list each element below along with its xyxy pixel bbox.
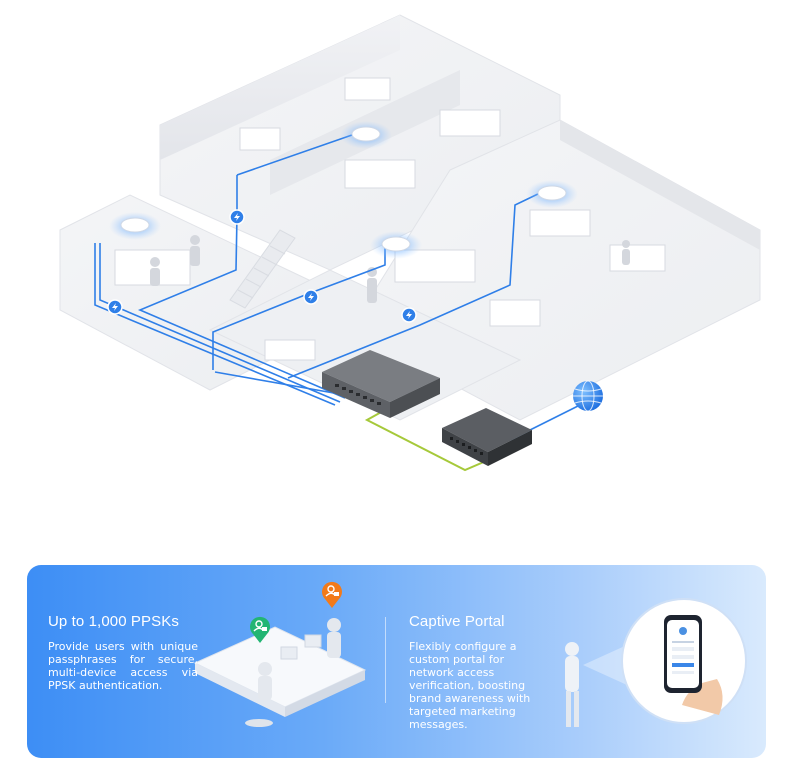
lock-icon [334,592,339,596]
feature-ppsk-description: Provide users with unique passphrases fo… [48,640,198,692]
user-pin-icon [322,581,342,608]
user-pin-icon [250,616,270,643]
feature-captive-portal-description: Flexibly configure a custom portal for n… [409,640,531,731]
feature-divider [385,617,386,703]
feature-illustrations [193,598,747,727]
phone-zoom-illustration [621,598,747,724]
upper-back-wall [160,15,400,160]
poe-bolt-icon [303,289,319,305]
access-point [109,212,161,240]
gateway-router [442,408,532,466]
access-point [340,121,392,149]
feature-captive-portal: Captive Portal Flexibly configure a cust… [409,613,545,731]
feature-ppsk-title: Up to 1,000 PPSKs [48,613,179,630]
staircase [229,229,296,309]
feature-ppsk: Up to 1,000 PPSKs Provide users with uni… [48,613,198,692]
poe-bolt-icon [401,307,417,323]
access-point [526,180,578,208]
lock-icon [262,627,267,631]
poe-switch [322,350,440,418]
feature-panel: Up to 1,000 PPSKs Provide users with uni… [27,565,766,758]
access-point [370,231,422,259]
right-wall [560,120,760,250]
feature-captive-portal-title: Captive Portal [409,613,505,630]
people [150,235,630,303]
poe-badges [107,209,417,323]
captive-portal-user-illustration [565,642,627,727]
internet-globe-icon [573,380,603,412]
office-network-diagram [59,14,761,472]
building [59,14,761,421]
office-desks [114,77,666,361]
poe-bolt-icon [107,299,123,315]
ppsk-workstation-illustration [193,618,367,727]
poe-bolt-icon [229,209,245,225]
access-points [109,121,578,259]
